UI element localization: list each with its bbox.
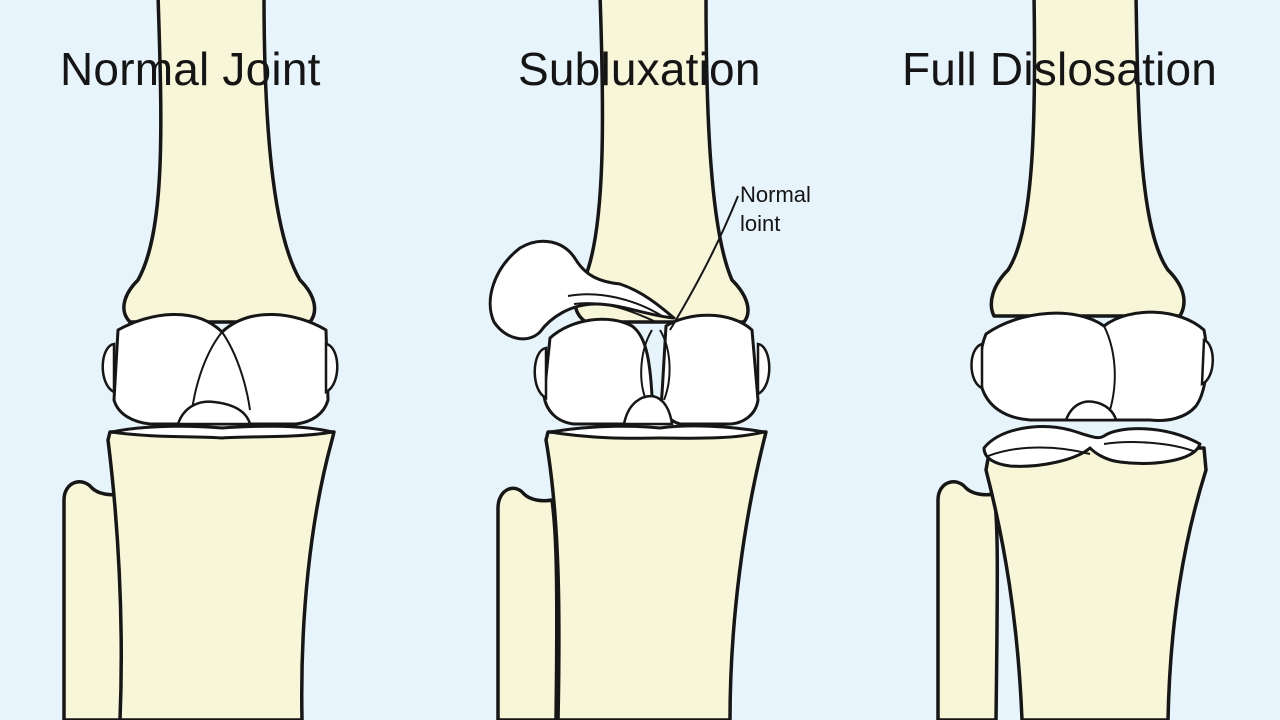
tibial-plateau <box>982 425 1202 468</box>
fibula-bone <box>496 486 559 720</box>
tibial-plateau <box>110 424 334 440</box>
callout-line-1: Normal <box>740 182 811 207</box>
femur-bone <box>573 0 750 324</box>
displaced-patella <box>488 239 676 341</box>
normal-joint-illustration <box>62 0 339 720</box>
callout-leader-line <box>669 195 739 331</box>
full-dislocation-illustration <box>936 0 1214 720</box>
femoral-condyles <box>112 313 330 426</box>
tibia-bone <box>984 446 1208 720</box>
fibula-bone <box>936 480 1000 720</box>
callout-label: Normal loint <box>740 180 811 238</box>
tibia-bone <box>106 430 336 720</box>
tibia-bone <box>544 430 768 720</box>
panel-title-normal-joint: Normal Joint <box>60 43 321 95</box>
panel-title-full-dislocation: Full Dislosation <box>902 43 1218 95</box>
femoral-condyles <box>660 313 760 426</box>
panel-title-subluxation: Subluxation <box>518 43 761 95</box>
subluxation-illustration <box>488 0 771 720</box>
callout-line-2: loint <box>740 211 781 236</box>
femoral-condyles <box>978 310 1209 422</box>
tibial-plateau <box>548 424 766 440</box>
